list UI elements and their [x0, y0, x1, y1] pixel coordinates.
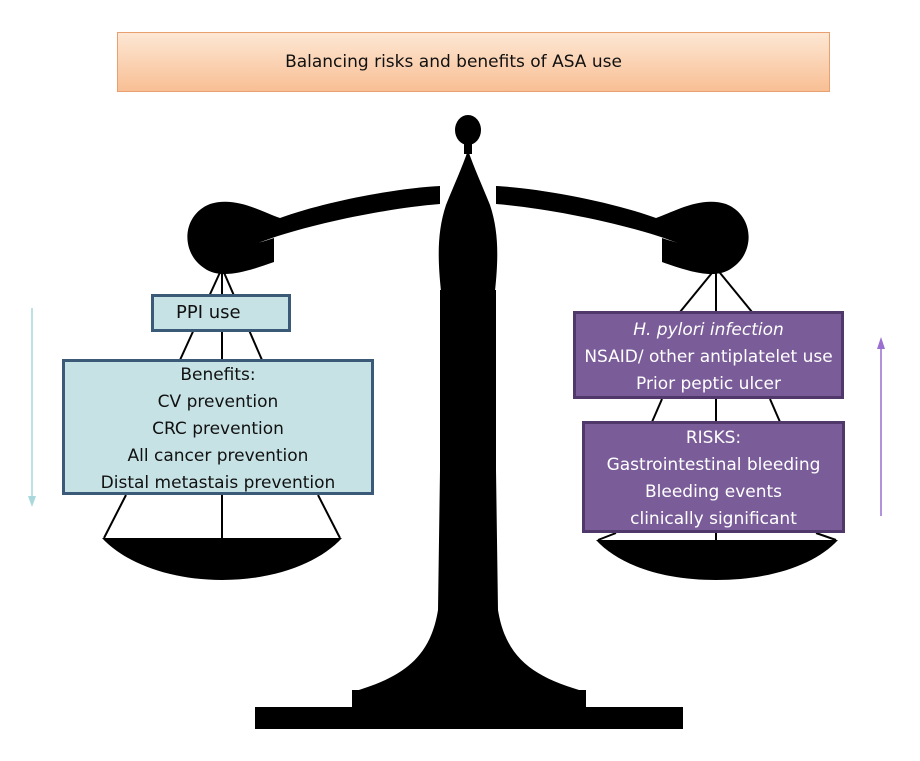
scale-base: [255, 707, 683, 729]
ppi-use-label: PPI use: [176, 302, 241, 323]
scale-beam: [187, 186, 440, 275]
benefits-heading: Benefits:: [180, 365, 256, 385]
risk-item: Gastrointestinal bleeding: [606, 455, 821, 475]
scale-finial: [455, 115, 481, 145]
diagram-title: Balancing risks and benefits of ASA use: [117, 32, 830, 92]
benefit-item: CRC prevention: [152, 419, 284, 439]
risk-factor-item: NSAID/ other antiplatelet use: [584, 347, 833, 367]
risk-factor-item: Prior peptic ulcer: [636, 374, 781, 394]
benefits-box: Benefits: CV prevention CRC prevention A…: [62, 359, 374, 495]
diagram-title-text: Balancing risks and benefits of ASA use: [285, 52, 622, 72]
right-pan-strings: [597, 267, 837, 541]
scale-pillar: [440, 290, 496, 480]
left-pan: [102, 538, 342, 580]
up-arrow-icon: [877, 337, 885, 516]
scale-beam-right: [496, 186, 749, 275]
scale-base-step: [352, 690, 586, 709]
scale-finial-neck: [464, 142, 472, 154]
risk-factors-box: H. pylori infection NSAID/ other antipla…: [573, 311, 844, 399]
benefit-item: Distal metastais prevention: [100, 473, 336, 493]
right-pan: [596, 540, 838, 580]
risk-item: clinically significant: [630, 509, 797, 529]
risks-box: RISKS: Gastrointestinal bleeding Bleedin…: [582, 421, 845, 533]
ppi-use-box: PPI use: [151, 294, 291, 332]
risk-factor-item: H. pylori infection: [633, 320, 784, 340]
scale-pillar-foot: [352, 470, 586, 692]
benefit-item: CV prevention: [157, 392, 279, 412]
scale-center-bulb: [438, 150, 498, 300]
down-arrow-icon: [28, 308, 36, 507]
risks-heading: RISKS:: [685, 428, 742, 448]
benefit-item: All cancer prevention: [127, 446, 309, 466]
risk-item: Bleeding events: [644, 482, 783, 502]
